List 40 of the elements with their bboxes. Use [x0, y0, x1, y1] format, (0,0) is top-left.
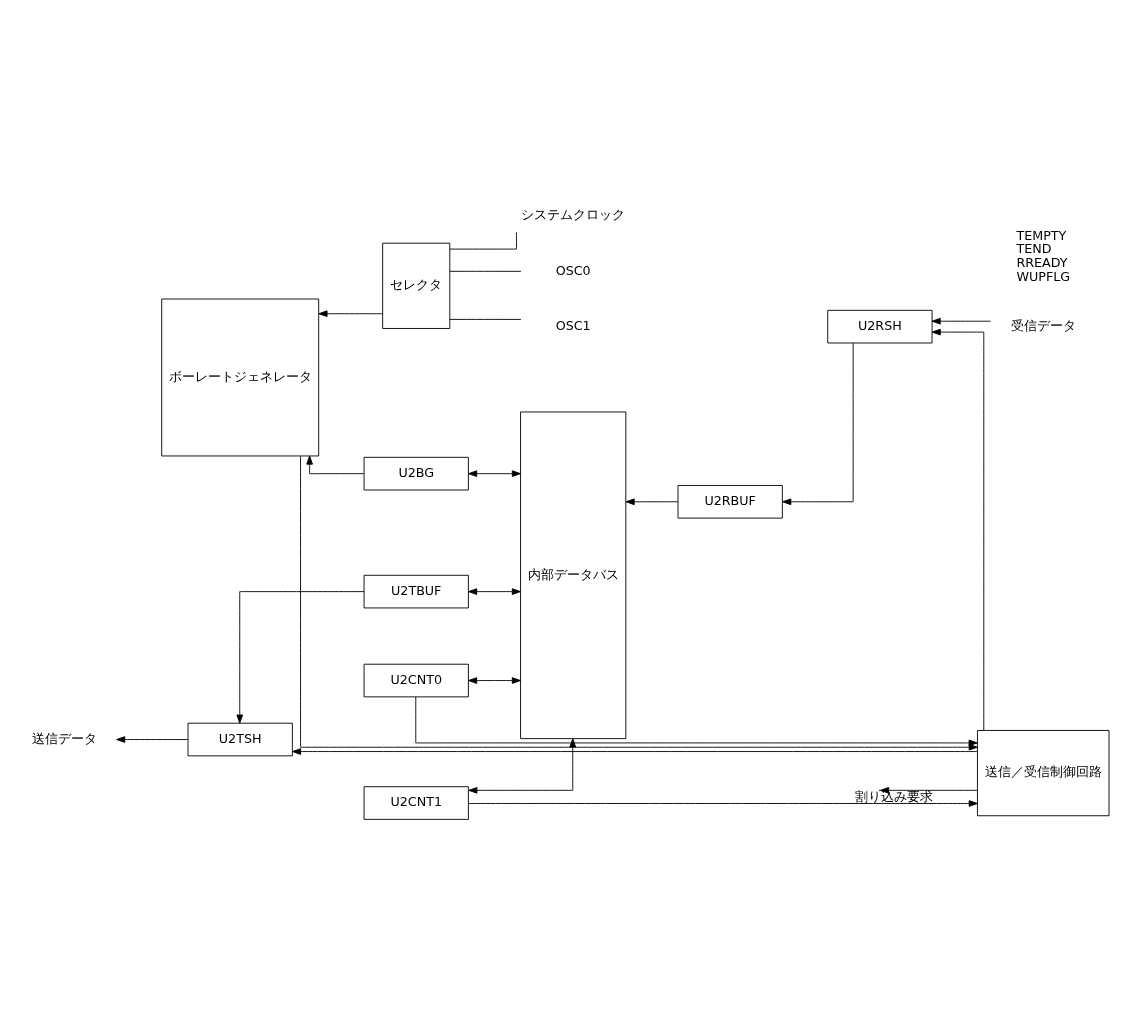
node-box: U2TBUF	[363, 574, 469, 609]
arrow	[116, 736, 189, 743]
edge-label: 割り込み要求	[854, 788, 933, 804]
label: WUPFLG	[1016, 268, 1071, 284]
label: RREADY	[1016, 254, 1068, 270]
arrow	[318, 310, 383, 318]
arrow	[931, 317, 992, 325]
arrow	[931, 328, 985, 731]
arrow	[300, 455, 978, 751]
node-text: OSC1	[555, 318, 591, 334]
node-box: U2RBUF	[677, 485, 783, 519]
node-box: U2BG	[363, 456, 469, 491]
node-box: U2CNT0	[363, 663, 469, 698]
arrow	[782, 342, 854, 506]
node-box: セレクタ	[382, 242, 451, 329]
arrow	[625, 498, 679, 506]
node-box: U2TSH	[187, 722, 293, 757]
node-text: 送信データ	[31, 730, 97, 746]
arrow	[292, 748, 978, 755]
arrow	[468, 677, 521, 684]
node-box: 内部データバス	[520, 411, 627, 740]
arrow	[415, 696, 978, 747]
label: TEND	[1016, 241, 1052, 257]
arrow	[306, 455, 365, 475]
node-box: 送信／受信制御回路	[977, 730, 1110, 817]
node-text: OSC0	[555, 262, 591, 278]
node-text: システムクロック	[521, 207, 626, 223]
connector	[449, 232, 517, 250]
arrow	[468, 588, 521, 595]
node-text: 受信データ	[1010, 318, 1076, 334]
connector	[449, 318, 522, 320]
node-box: U2RSH	[827, 309, 933, 344]
arrow	[468, 800, 978, 807]
node-box: ボーレートジェネレータ	[161, 298, 320, 457]
arrow	[236, 591, 365, 724]
arrow	[468, 738, 577, 794]
label: TEMPTY	[1016, 227, 1067, 243]
connector	[449, 270, 522, 272]
node-box: U2CNT1	[363, 786, 469, 820]
arrow	[468, 470, 521, 477]
